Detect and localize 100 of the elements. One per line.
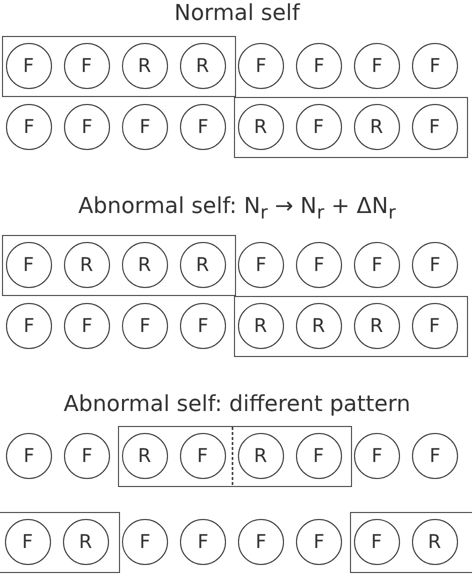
cell-circle	[64, 242, 110, 288]
cell-letter: F	[313, 116, 324, 138]
cell-circle	[64, 42, 110, 88]
cell-circle	[122, 432, 168, 478]
cell-circle	[238, 519, 284, 565]
cell-letter: F	[22, 530, 33, 552]
cell-letter: F	[24, 315, 34, 337]
cell-circle	[180, 42, 226, 88]
cell-letter: F	[198, 116, 208, 138]
cell-letter: R	[428, 530, 442, 552]
cell-circle	[412, 302, 458, 348]
cell-letter: F	[82, 116, 92, 138]
cell-letter: F	[256, 531, 266, 553]
cell-letter: F	[197, 444, 208, 466]
cell-letter: R	[78, 530, 92, 552]
cell-circle	[238, 43, 284, 89]
cell-circle	[64, 303, 110, 349]
cell-letter: F	[372, 55, 382, 77]
cell-circle	[6, 303, 52, 349]
group-box	[350, 512, 472, 573]
cell-circle	[238, 432, 284, 478]
cell-circle	[122, 303, 168, 349]
cell-circle	[412, 43, 458, 89]
cell-circle	[412, 242, 458, 288]
cell-circle	[180, 242, 226, 288]
group-box	[2, 235, 236, 296]
cell-circle	[412, 104, 458, 150]
cell-circle	[354, 518, 400, 564]
cell-circle	[6, 242, 52, 288]
cell-circle	[180, 303, 226, 349]
cell-letter: F	[140, 315, 150, 337]
cell-letter: F	[256, 55, 266, 77]
cell-letter: F	[371, 530, 382, 552]
cell-letter: F	[314, 254, 324, 276]
cell-letter: F	[81, 54, 92, 76]
cell-circle	[238, 104, 284, 150]
cell-letter: R	[196, 54, 210, 76]
cell-letter: F	[140, 116, 150, 138]
group-box	[234, 97, 468, 158]
group-box	[0, 512, 120, 573]
cell-letter: F	[430, 445, 440, 467]
cell-circle	[122, 519, 168, 565]
cell-letter: F	[314, 531, 324, 553]
cell-letter: R	[138, 254, 152, 276]
cell-circle	[354, 302, 400, 348]
cell-circle	[354, 43, 400, 89]
cell-circle	[296, 104, 342, 150]
cell-circle	[180, 104, 226, 150]
cell-circle	[6, 104, 52, 150]
cell-letter: R	[196, 254, 210, 276]
cell-letter: R	[138, 54, 152, 76]
cell-circle	[62, 518, 108, 564]
cell-circle	[296, 519, 342, 565]
section-heading: Abnormal self: N$_{r}$ → N$_{r}$ + ΔN$_{r}$	[78, 194, 396, 219]
cell-letter: R	[370, 314, 384, 336]
cell-letter: F	[24, 445, 34, 467]
cell-letter: R	[370, 116, 384, 138]
section-heading: Abnormal self: different pattern	[64, 392, 410, 417]
cell-circle	[296, 302, 342, 348]
cell-circle	[354, 242, 400, 288]
cell-letter: F	[372, 445, 382, 467]
cell-letter: F	[23, 54, 34, 76]
cell-letter: F	[256, 254, 266, 276]
cell-letter: R	[254, 444, 268, 466]
cell-circle	[354, 104, 400, 150]
cell-circle	[412, 433, 458, 479]
section-heading: Normal self	[174, 1, 300, 26]
cell-circle	[238, 242, 284, 288]
cell-circle	[296, 242, 342, 288]
cell-letter: F	[198, 531, 208, 553]
cell-circle	[296, 432, 342, 478]
cell-letter: F	[430, 55, 440, 77]
cell-letter: F	[82, 445, 92, 467]
cell-circle	[122, 242, 168, 288]
cell-letter: F	[24, 116, 34, 138]
cell-letter: F	[372, 254, 382, 276]
cell-circle	[64, 104, 110, 150]
cell-letter: F	[140, 531, 150, 553]
cell-letter: R	[138, 444, 152, 466]
cell-letter: F	[82, 315, 92, 337]
cell-circle	[6, 433, 52, 479]
cell-circle	[296, 43, 342, 89]
group-box	[118, 426, 352, 487]
cell-circle	[412, 518, 458, 564]
cell-letter: R	[254, 314, 268, 336]
cell-letter: R	[254, 116, 268, 138]
group-box	[234, 296, 468, 357]
cell-circle	[122, 104, 168, 150]
cell-circle	[64, 433, 110, 479]
cell-circle	[122, 42, 168, 88]
cell-circle	[180, 519, 226, 565]
cell-circle	[4, 518, 50, 564]
cell-letter: F	[198, 315, 208, 337]
cell-letter: F	[313, 444, 324, 466]
cell-circle	[6, 42, 52, 88]
cell-circle	[180, 432, 226, 478]
cell-letter: F	[23, 254, 34, 276]
cell-letter: F	[314, 55, 324, 77]
cell-letter: R	[80, 254, 94, 276]
cell-circle	[354, 433, 400, 479]
